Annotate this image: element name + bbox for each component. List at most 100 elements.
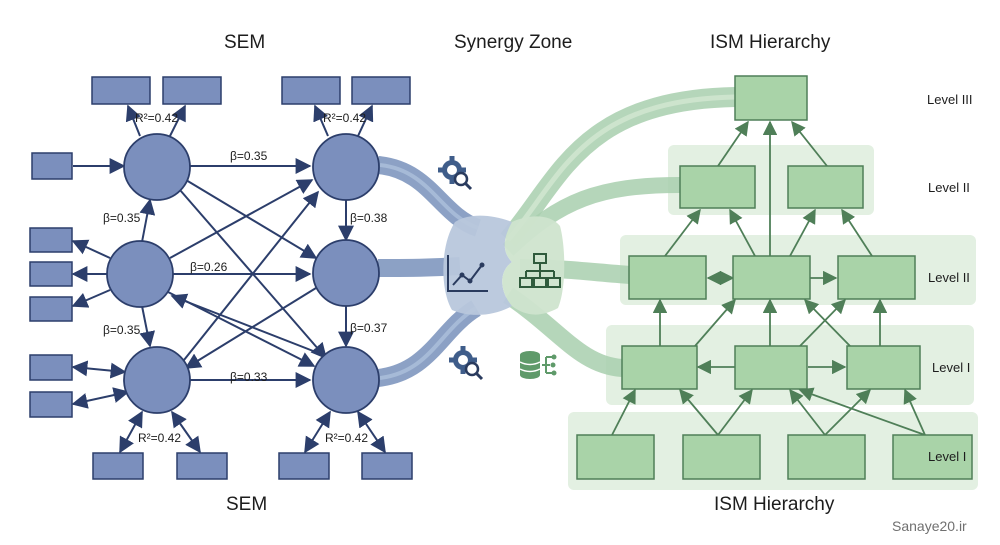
- ism-node: [628, 255, 707, 300]
- ism-edge: [717, 388, 753, 436]
- sem-indicator: [29, 261, 73, 287]
- org-chart-icon: [519, 253, 561, 288]
- sem-edge: [357, 104, 374, 137]
- sem-edge: [71, 360, 127, 379]
- level-label: Level I: [932, 360, 970, 375]
- ism-edge: [611, 388, 636, 436]
- sem-indicator: [176, 452, 228, 480]
- ism-node: [787, 434, 866, 480]
- beta-label: β=0.35: [230, 149, 268, 163]
- sem-edge: [304, 410, 331, 454]
- ism-edge: [799, 298, 847, 347]
- beta-label: β=0.37: [350, 321, 388, 335]
- ism-node: [734, 75, 808, 121]
- ism-node: [734, 345, 808, 390]
- sem-edge: [357, 410, 386, 454]
- ism-node: [892, 434, 973, 480]
- ism-node: [837, 255, 916, 300]
- sem-indicator: [278, 452, 330, 480]
- sem-edge: [171, 410, 201, 454]
- sem-latent-node: [123, 346, 191, 414]
- ism-node: [679, 165, 756, 209]
- sem-edge: [169, 104, 186, 137]
- ism-edge: [717, 120, 749, 167]
- ism-edge: [824, 388, 872, 436]
- beta-label: β=0.38: [350, 211, 388, 225]
- ism-node: [787, 165, 864, 209]
- level-label: Level II: [928, 180, 970, 195]
- gear-magnifier-icon: [449, 346, 484, 381]
- ism-edge: [664, 208, 701, 257]
- sem-indicators: [29, 76, 413, 480]
- ism-edge: [798, 387, 926, 436]
- sem-edges: [71, 104, 386, 454]
- sem-edge: [139, 305, 156, 348]
- sem-indicator: [162, 76, 222, 105]
- ism-node: [621, 345, 698, 390]
- watermark: Sanaye20.ir: [892, 518, 967, 534]
- ism-edge: [789, 388, 826, 436]
- ism-edges: [611, 120, 926, 436]
- sem-title-top: SEM: [224, 32, 266, 53]
- r2-label: R²=0.42: [325, 431, 368, 445]
- ism-node: [846, 345, 921, 390]
- ism-node: [732, 255, 811, 300]
- sem-latent-node: [106, 240, 174, 308]
- sem-indicator: [361, 452, 413, 480]
- gear-magnifier-icon: [438, 156, 473, 191]
- sem-edge: [71, 289, 111, 308]
- r2-label: R²=0.42: [323, 111, 366, 125]
- ism-edge: [679, 388, 719, 436]
- synergy-zone-title: Synergy Zone: [454, 32, 573, 53]
- band-level-i-bottom: [568, 412, 978, 490]
- beta-label: β=0.33: [230, 370, 268, 384]
- beta-label: β=0.35: [103, 323, 141, 337]
- sem-edge: [185, 179, 318, 259]
- level-label: Level II: [928, 270, 970, 285]
- sem-edge: [170, 293, 327, 357]
- sem-indicator: [92, 452, 144, 480]
- sem-latent-node: [312, 346, 380, 414]
- beta-label: β=0.26: [190, 260, 228, 274]
- beta-label: β=0.35: [103, 211, 141, 225]
- sem-indicator: [29, 354, 73, 381]
- ism-edge: [791, 120, 828, 167]
- ism-level-labels: Level III Level II Level II Level I Leve…: [927, 92, 973, 464]
- synergy-zone-shape: [443, 215, 565, 315]
- ism-node: [576, 434, 655, 480]
- sem-edge: [71, 387, 130, 409]
- ism-edge: [841, 208, 873, 257]
- sem-edge: [71, 239, 111, 259]
- ism-nodes: [576, 75, 973, 480]
- sem-indicator: [31, 152, 73, 180]
- ism-edge: [903, 388, 926, 436]
- sem-edge: [125, 104, 141, 137]
- sem-edge: [183, 190, 319, 361]
- sem-edge: [184, 287, 317, 369]
- sem-indicator: [281, 76, 341, 105]
- level-label: Level III: [927, 92, 973, 107]
- sem-latent-node: [123, 133, 191, 201]
- ism-edge: [803, 298, 851, 347]
- line-chart-icon: [447, 255, 488, 292]
- ism-title-top: ISM Hierarchy: [710, 32, 831, 53]
- sem-edge: [119, 410, 143, 454]
- sem-latent-node: [312, 239, 380, 307]
- sem-indicator: [29, 391, 73, 418]
- database-icon: [519, 351, 557, 379]
- sem-indicator: [29, 296, 73, 322]
- sem-edge: [169, 179, 314, 259]
- sem-latent-node: [312, 133, 380, 201]
- r2-label: R²=0.42: [135, 111, 178, 125]
- ism-title-bottom: ISM Hierarchy: [714, 494, 835, 515]
- sem-indicator: [91, 76, 151, 105]
- level-label: Level I: [928, 449, 966, 464]
- ism-edge: [729, 208, 756, 257]
- sem-title-bottom: SEM: [226, 494, 268, 515]
- ism-edge: [694, 298, 736, 347]
- sem-edge: [139, 198, 156, 243]
- ism-node: [682, 434, 761, 480]
- sem-nodes: [106, 133, 380, 414]
- ism-edge: [789, 208, 816, 257]
- sem-indicator: [29, 227, 73, 253]
